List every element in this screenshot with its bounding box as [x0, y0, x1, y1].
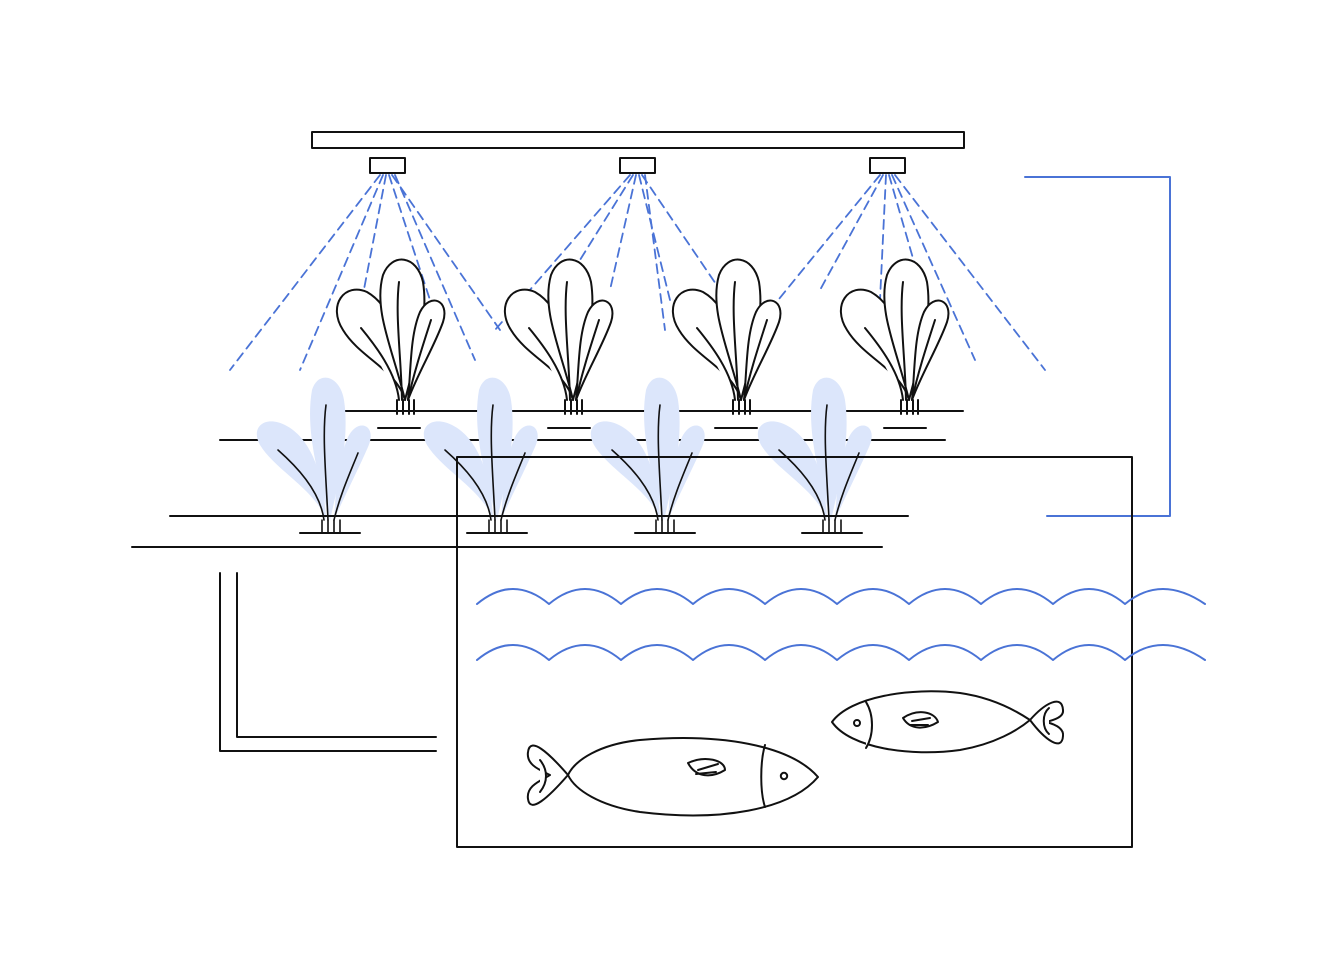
plant-icon: [423, 377, 538, 534]
spray-nozzle-icon: [869, 157, 906, 174]
grow-light-bar-icon: [311, 131, 965, 149]
plant-icon: [757, 377, 872, 534]
fish-tank: [456, 456, 1133, 848]
plant-icon: [335, 258, 446, 415]
pipe-icon: [1024, 176, 1171, 517]
fish-icon: [526, 737, 819, 817]
plant-icon: [503, 258, 614, 415]
plant-icon: [590, 377, 705, 534]
water-wave-icon: [476, 588, 1206, 661]
plant-icon: [256, 377, 371, 534]
pipe-icon: [219, 572, 437, 752]
plant-icon: [839, 258, 950, 415]
spray-nozzle-icon: [619, 157, 656, 174]
plant-icon: [671, 258, 782, 415]
spray-nozzle-icon: [369, 157, 406, 174]
fish-icon: [831, 690, 1065, 754]
grow-trough: [131, 515, 909, 548]
